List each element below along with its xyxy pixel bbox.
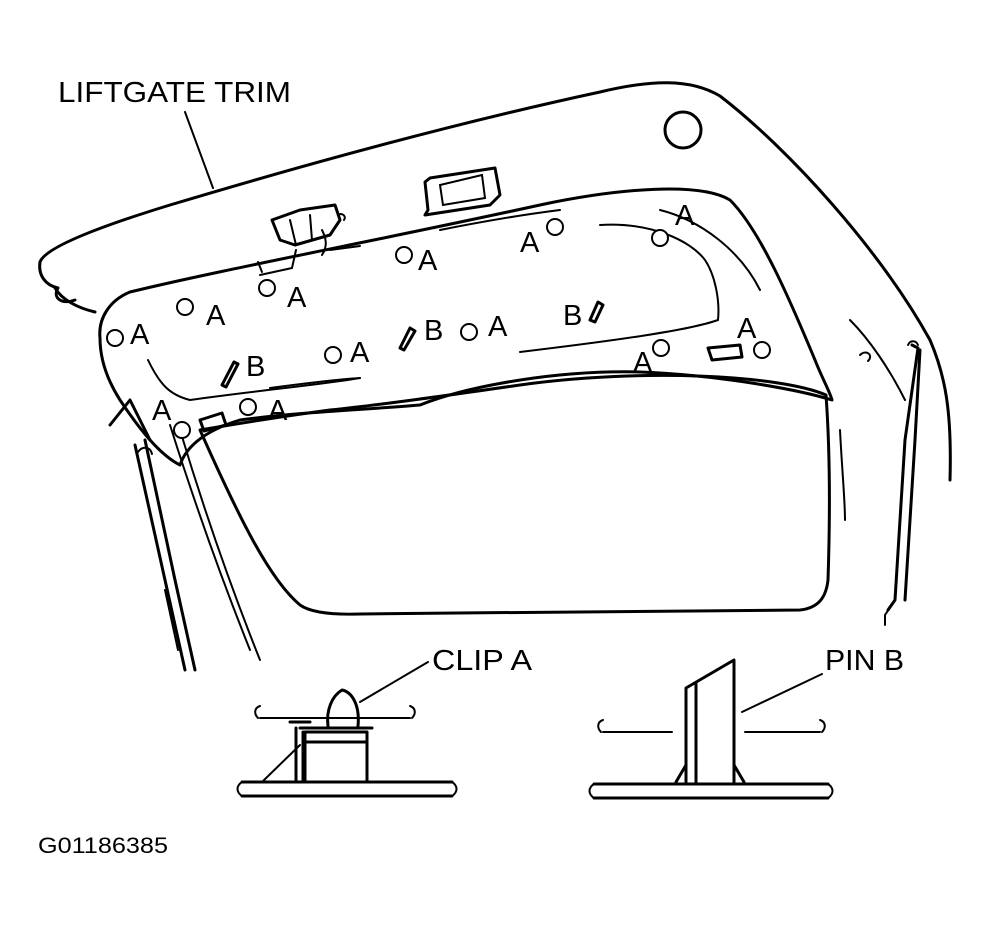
- clip-hole-markers: [106, 218, 771, 439]
- clip-a-detail: CLIP A: [236, 645, 533, 798]
- pin-b-marker: B: [246, 351, 265, 383]
- pin-letter-markers: B B B: [246, 300, 582, 383]
- clip-hole: [753, 341, 771, 359]
- pin-b-marker: B: [563, 300, 582, 332]
- pin-slot: [220, 360, 240, 389]
- clip-hole: [324, 346, 342, 364]
- clip-a-marker: A: [287, 282, 307, 314]
- clip-hole: [239, 398, 257, 416]
- clip-hole: [173, 421, 191, 439]
- clip-a-marker: A: [675, 200, 695, 232]
- clip-a-marker: A: [488, 311, 508, 343]
- clip-a-marker: A: [633, 347, 653, 379]
- liftgate-outline: [38, 81, 952, 626]
- pin-b-detail: PIN B: [588, 645, 904, 800]
- clip-hole: [652, 339, 670, 357]
- liftgate-trim-callout: LIFTGATE TRIM: [58, 77, 291, 189]
- clip-hole: [460, 323, 478, 341]
- clip-hole: [258, 279, 276, 297]
- clip-a-marker: A: [520, 227, 540, 259]
- pin-b-marker: B: [424, 315, 443, 347]
- pin-slot: [398, 326, 417, 352]
- pin-slot: [588, 300, 605, 324]
- clip-a-label: CLIP A: [432, 645, 533, 677]
- clip-hole: [176, 298, 194, 316]
- clip-a-marker: A: [418, 245, 438, 277]
- clip-letter-markers: A A A A A A A A A A A A: [130, 200, 757, 427]
- clip-a-marker: A: [350, 337, 370, 369]
- clip-a-marker: A: [130, 319, 150, 351]
- clip-hole: [651, 229, 669, 247]
- clip-hole: [106, 329, 124, 347]
- clip-a-marker: A: [152, 395, 172, 427]
- pin-slot-markers: [220, 300, 605, 389]
- figure-id: G01186385: [38, 833, 168, 858]
- pin-b-label: PIN B: [825, 645, 904, 677]
- clip-hole: [395, 246, 413, 264]
- clip-a-marker: A: [206, 300, 226, 332]
- clip-a-marker: A: [737, 313, 757, 345]
- clip-hole: [546, 218, 564, 236]
- trim-panel: [98, 166, 834, 467]
- left-strut: [108, 398, 197, 672]
- liftgate-trim-label: LIFTGATE TRIM: [58, 77, 291, 109]
- clip-a-marker: A: [268, 395, 288, 427]
